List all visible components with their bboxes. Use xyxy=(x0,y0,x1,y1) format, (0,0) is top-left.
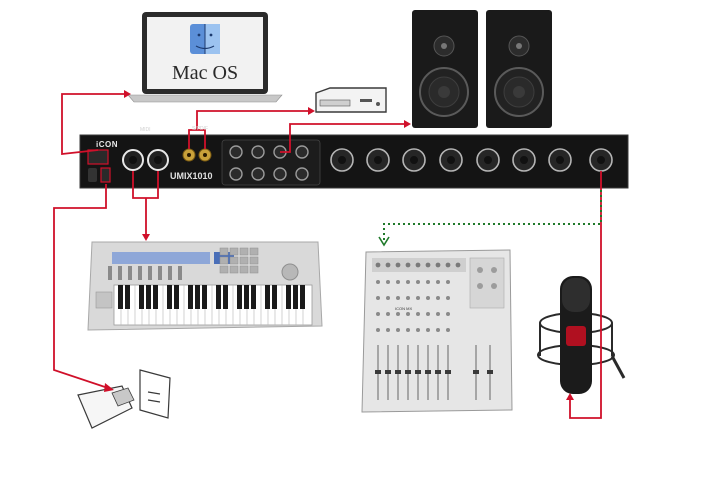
audio-interface xyxy=(79,134,629,189)
midi-port-label: MIDI xyxy=(140,127,151,133)
midi-keyboard xyxy=(87,241,323,331)
finder-face-icon xyxy=(190,24,220,54)
cd-player xyxy=(315,87,387,113)
power-adapter xyxy=(77,369,171,429)
arrow-to-mixer xyxy=(378,236,390,247)
cable-spdif-to-cd-player xyxy=(188,110,308,149)
laptop-os-label: Mac OS xyxy=(172,62,239,84)
laptop xyxy=(127,12,283,103)
interface-brand-label: iCON xyxy=(96,140,118,149)
cable-outputs-to-monitors xyxy=(280,123,404,153)
arrow-to-cd-player xyxy=(308,107,315,115)
mixer xyxy=(361,249,513,413)
studio-monitors xyxy=(412,10,552,128)
arrow-to-keyboard xyxy=(142,234,150,241)
arrow-to-microphone xyxy=(566,393,574,400)
cable-midi-to-keyboard xyxy=(132,171,159,234)
cable-usb-to-laptop xyxy=(61,93,124,156)
condenser-microphone xyxy=(537,276,626,394)
spdif-port-label: S/PDIF xyxy=(192,126,209,132)
arrow-to-adapter xyxy=(104,383,114,392)
arrow-to-laptop xyxy=(124,90,131,98)
cable-power-to-adapter xyxy=(53,184,109,389)
cable-input-to-microphone xyxy=(569,171,602,419)
interface-model-label: UMIX1010 xyxy=(170,171,213,181)
arrow-to-monitors xyxy=(404,120,411,128)
cable-interface-to-mixer xyxy=(383,190,602,240)
mixer-brand-label: ICON MX xyxy=(395,306,413,311)
